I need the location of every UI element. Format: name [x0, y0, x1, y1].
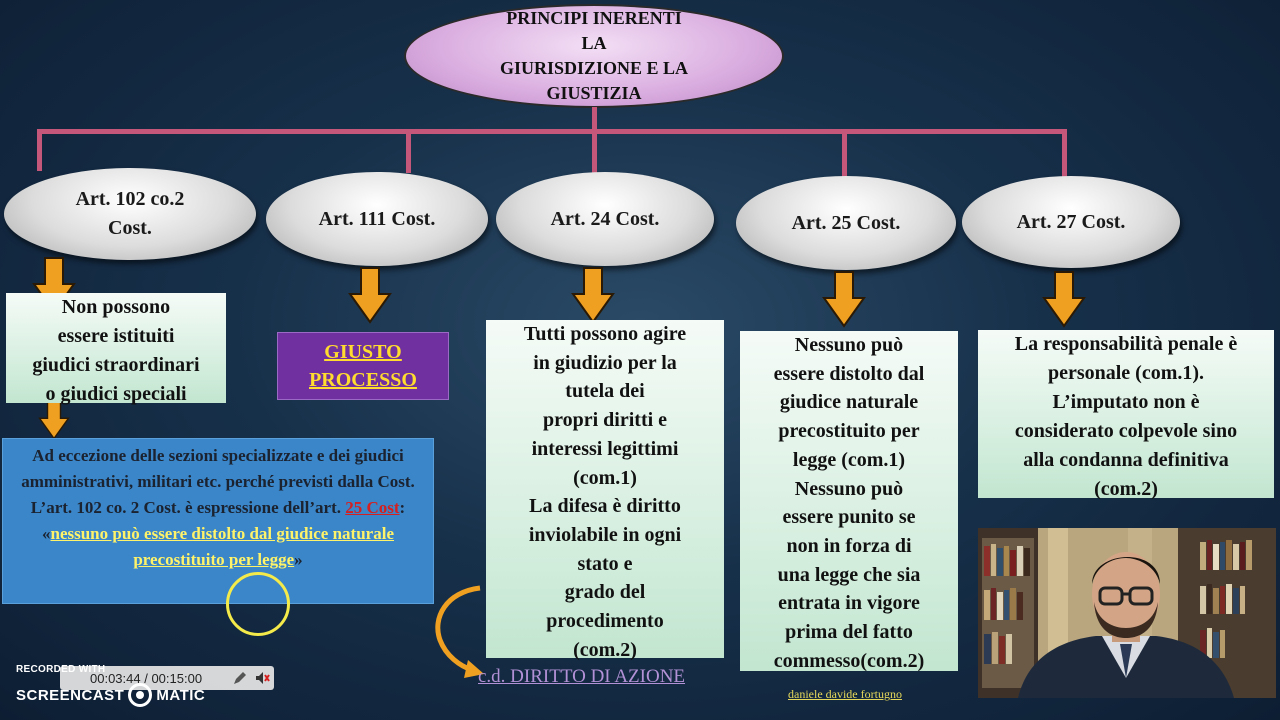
article-ellipse-27: Art. 27 Cost.: [962, 176, 1180, 268]
box-line: stato e: [577, 552, 633, 575]
box-line: legge (com.1): [792, 448, 906, 471]
box-line: una legge che sia: [777, 563, 921, 586]
exception-note-box: Ad eccezione delle sezioni specializzate…: [2, 438, 434, 604]
article-ellipse-111: Art. 111 Cost.: [266, 172, 488, 266]
cursor-highlight-icon: [226, 572, 290, 636]
author-credit: daniele davide fortugno: [788, 687, 902, 701]
webcam-overlay: [978, 528, 1276, 698]
exception-note-text: Ad eccezione delle sezioni specializzate…: [21, 446, 415, 517]
mute-icon[interactable]: [254, 670, 270, 686]
recorded-with-label: RECORDED WITH: [16, 664, 106, 675]
quote-link[interactable]: nessuno può essere distolto dal giudice …: [50, 524, 394, 569]
box-line: (com.1): [573, 466, 637, 489]
down-arrow-icon: [1042, 271, 1086, 328]
box-line: La difesa è diritto: [529, 495, 681, 518]
box-line: (com.2): [1094, 478, 1158, 500]
title-line: GIUSTIZIA: [546, 83, 642, 103]
screencast-logo-icon: SCREENCAST MATIC: [16, 683, 205, 707]
down-arrow-icon: [822, 271, 866, 328]
edit-icon[interactable]: [232, 670, 248, 686]
box-line: alla condanna definitiva: [1023, 449, 1229, 471]
box-line: tutela dei: [565, 380, 645, 403]
box-line: commesso(com.2): [773, 649, 925, 672]
box-line: interessi legittimi: [531, 437, 679, 460]
text-box-art-24: Tutti possono agire in giudizio per la t…: [486, 320, 724, 661]
title-ellipse: PRINCIPI INERENTI LA GIURISDIZIONE E LA …: [404, 4, 784, 108]
playback-time: 00:03:44 / 00:15:00: [90, 670, 203, 686]
text-box-art-25: Nessuno può essere distolto dal giudice …: [740, 331, 958, 672]
box-line: giudice naturale: [779, 391, 919, 414]
article-ellipse-24: Art. 24 Cost.: [496, 172, 714, 266]
video-player-bar[interactable]: 00:03:44 / 00:15:00: [60, 666, 274, 690]
article-ellipse-102: Art. 102 co.2 Cost.: [4, 168, 256, 260]
box-line: L’imputato non è: [1052, 391, 1200, 413]
box-line: non in forza di: [786, 534, 912, 557]
box-line: considerato colpevole sino: [1014, 420, 1238, 442]
article-label: Art. 25 Cost.: [791, 211, 901, 234]
box-line: essere distolto dal: [773, 362, 925, 385]
brand-left: SCREENCAST: [16, 686, 125, 704]
box-line: o giudici speciali: [45, 383, 187, 405]
box-line: inviolabile in ogni: [528, 523, 682, 546]
box-line: prima del fatto: [785, 621, 913, 644]
box-line: Nessuno può: [794, 477, 904, 500]
connector-drop-102: [37, 129, 42, 171]
article-ellipse-25: Art. 25 Cost.: [736, 176, 956, 270]
title-line: LA: [581, 33, 607, 53]
connector-drop-111: [406, 129, 411, 173]
box-line: personale (com.1).: [1047, 362, 1205, 384]
box-line: (com.2): [573, 638, 637, 661]
giusto-processo-line: GIUSTO: [324, 341, 402, 363]
webcam-feed: [978, 528, 1276, 698]
box-line: entrata in vigore: [778, 592, 920, 615]
brand-right: MATIC: [156, 686, 206, 704]
box-line: La responsabilità penale è: [1014, 333, 1238, 355]
box-line: grado del: [564, 581, 646, 604]
connector-drop-27: [1062, 129, 1067, 177]
article-label: Art. 27 Cost.: [1016, 210, 1126, 233]
record-dot-icon: [128, 683, 153, 707]
article-label: Art. 24 Cost.: [550, 207, 660, 230]
box-line: Non possono: [61, 296, 171, 318]
article-label: Cost.: [108, 217, 152, 239]
giusto-processo-line: PROCESSO: [309, 369, 417, 391]
box-line: Tutti possono agire: [523, 323, 687, 345]
box-line: essere punito se: [782, 506, 916, 529]
connector-drop-25: [842, 129, 847, 177]
quote-close: »: [294, 550, 303, 569]
down-arrow-icon: [571, 267, 615, 324]
text-box-art-27: La responsabilità penale è personale (co…: [978, 330, 1274, 500]
box-line: Nessuno può: [794, 334, 904, 356]
quote-open: : «: [41, 498, 406, 543]
connector-drop-24: [592, 129, 597, 173]
box-line: propri diritti e: [542, 409, 668, 432]
diritto-di-azione-label: c.d. DIRITTO DI AZIONE: [478, 666, 686, 687]
art-25-link[interactable]: 25 Cost: [345, 498, 400, 517]
box-line: precostituito per: [778, 420, 920, 443]
connector-horizontal: [37, 129, 1067, 134]
box-line: procedimento: [546, 610, 664, 633]
box-line: in giudizio per la: [533, 351, 677, 374]
curved-arrow-icon: [435, 585, 484, 678]
article-label: Art. 102 co.2: [75, 188, 185, 210]
box-line: essere istituiti: [57, 325, 175, 347]
box-line: giudici straordinari: [32, 354, 200, 376]
down-arrow-icon: [348, 267, 392, 324]
connector-vertical-top: [592, 107, 597, 132]
title-line: PRINCIPI INERENTI: [506, 8, 682, 28]
title-line: GIURISDIZIONE E LA: [499, 58, 689, 78]
giusto-processo-box[interactable]: GIUSTO PROCESSO: [277, 332, 449, 400]
text-box-art-102: Non possono essere istituiti giudici str…: [6, 293, 226, 405]
article-label: Art. 111 Cost.: [318, 207, 436, 230]
